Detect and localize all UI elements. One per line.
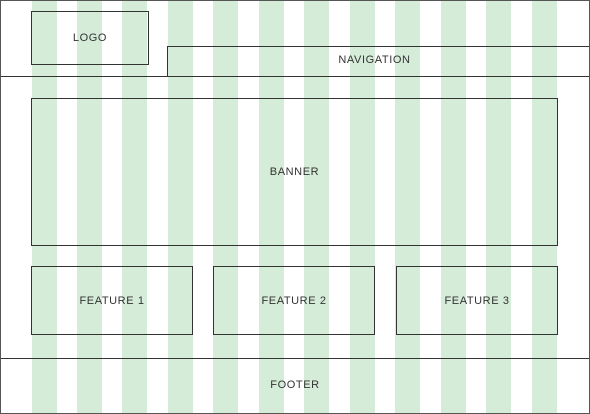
feature-block-3: FEATURE 3 <box>396 266 558 335</box>
navigation-label: NAVIGATION <box>338 54 411 66</box>
grid-column <box>441 0 466 414</box>
grid-column <box>304 0 329 414</box>
grid-column <box>486 0 511 414</box>
grid-column <box>213 0 238 414</box>
navigation-top-edge <box>167 46 590 47</box>
grid-column <box>532 0 557 414</box>
grid-column <box>168 0 193 414</box>
feature-label: FEATURE 1 <box>79 294 145 307</box>
grid-column <box>395 0 420 414</box>
banner-label: BANNER <box>269 166 320 178</box>
logo-label: LOGO <box>72 32 108 44</box>
footer-label: FOOTER <box>270 379 320 391</box>
feature-label: FEATURE 3 <box>444 294 510 307</box>
grid-column <box>32 0 57 414</box>
banner-block: BANNER <box>31 98 558 246</box>
feature-label: FEATURE 2 <box>261 294 327 307</box>
footer-divider <box>0 358 590 359</box>
feature-block-2: FEATURE 2 <box>213 266 375 335</box>
grid-column <box>259 0 284 414</box>
logo-block: LOGO <box>31 11 149 65</box>
header-divider <box>0 76 590 77</box>
grid-column <box>122 0 147 414</box>
grid-column <box>77 0 102 414</box>
grid-column <box>350 0 375 414</box>
feature-block-1: FEATURE 1 <box>31 266 193 335</box>
navigation-left-edge <box>167 46 168 76</box>
